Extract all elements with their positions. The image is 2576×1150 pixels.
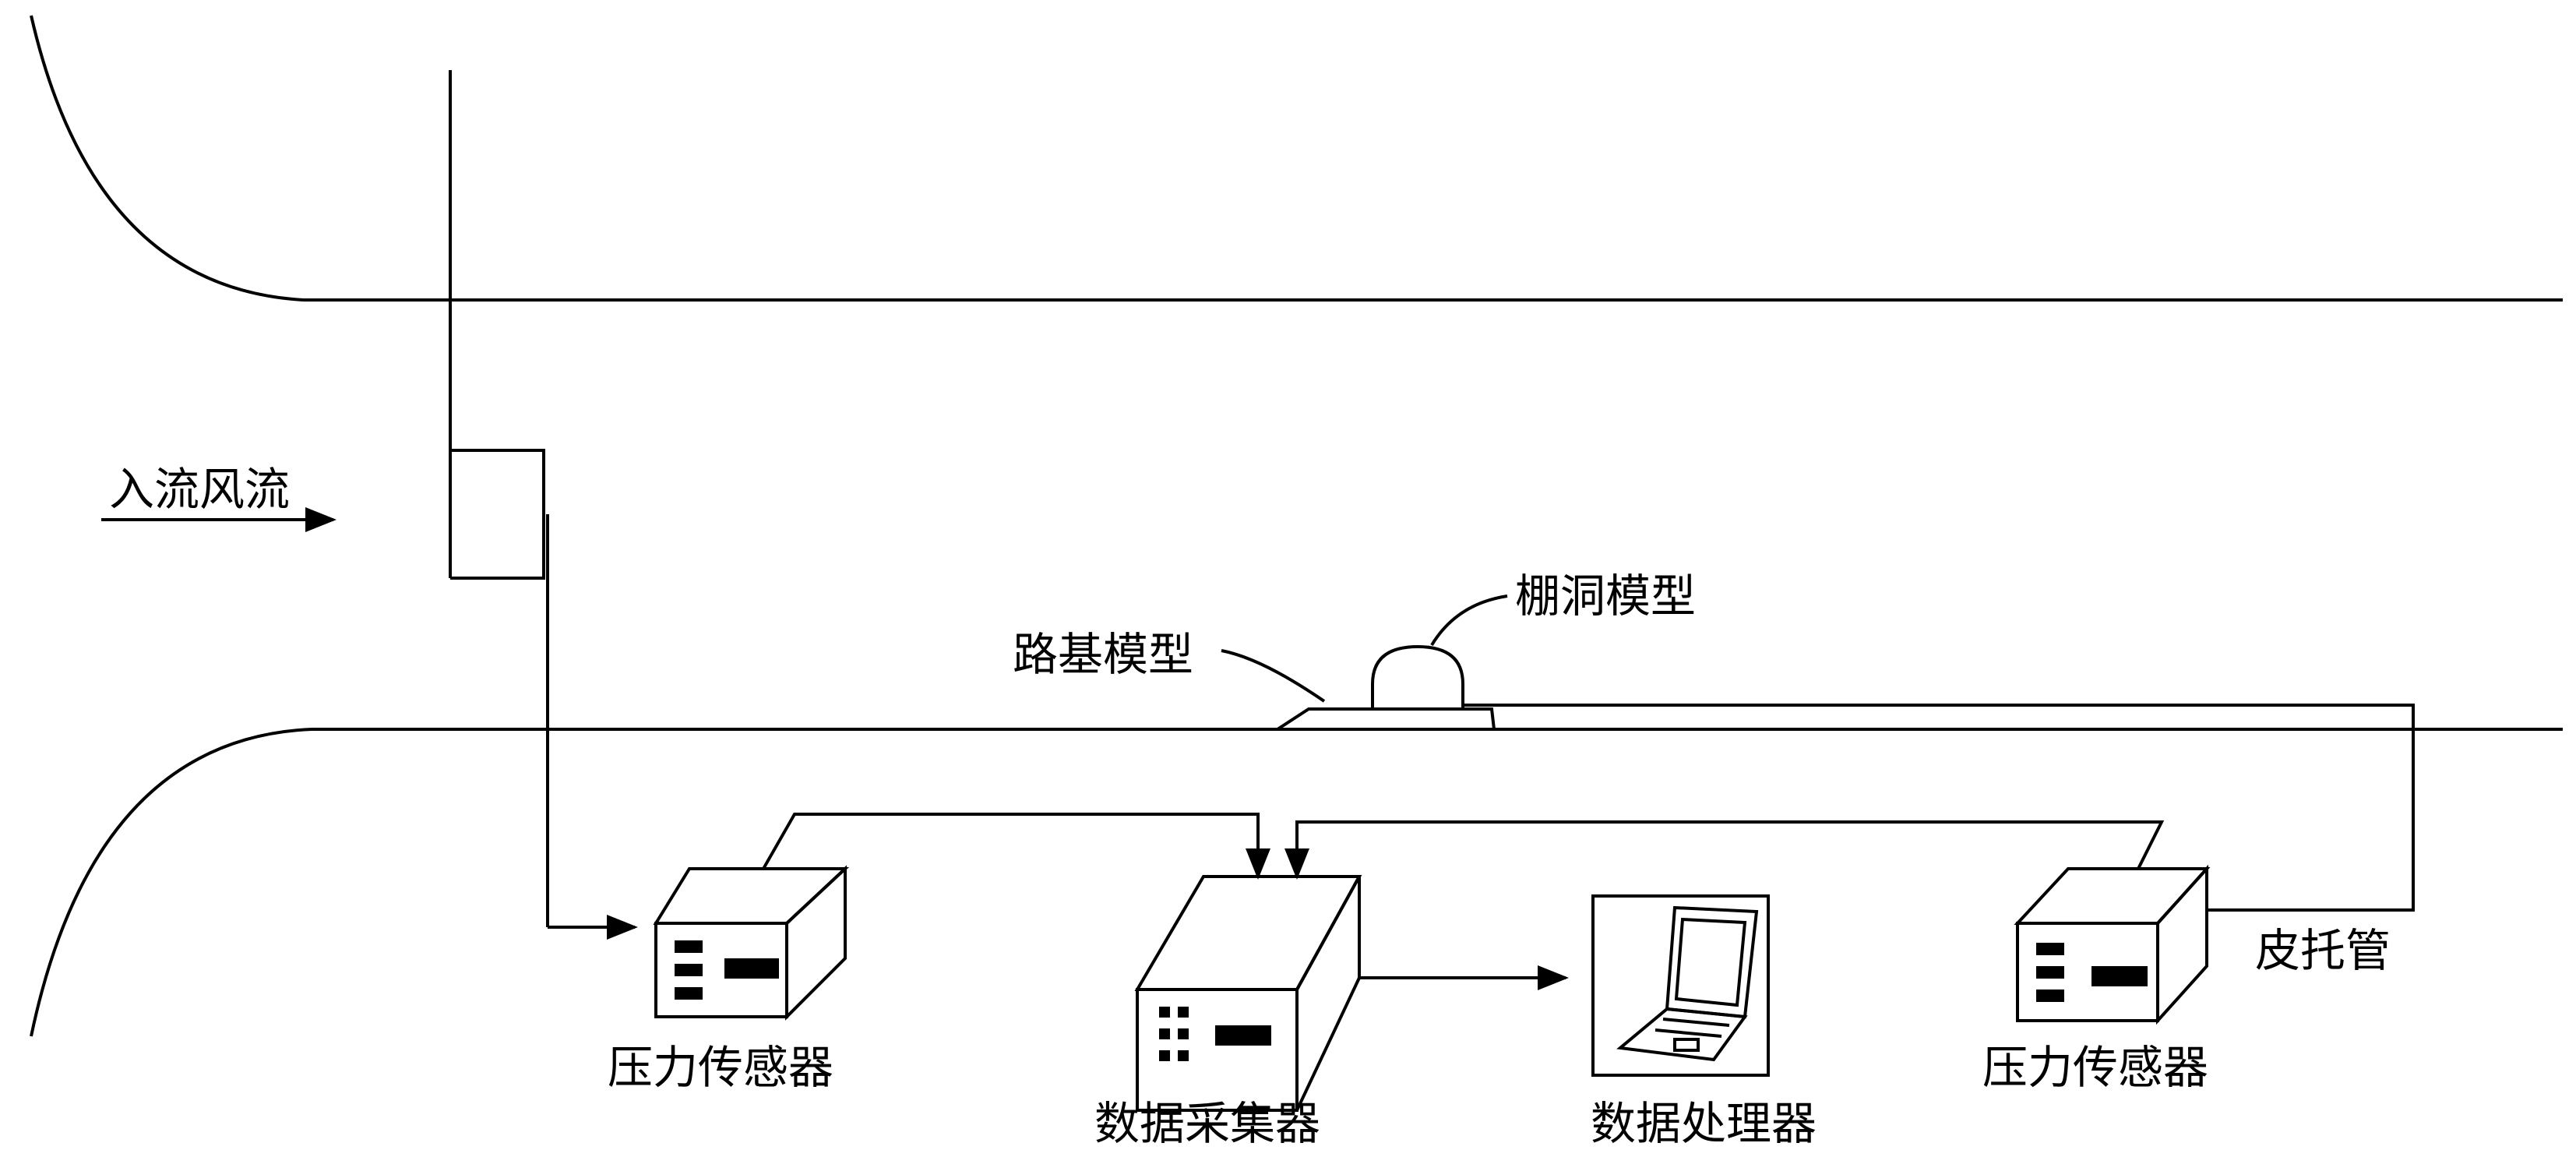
subgrade-model	[1272, 707, 1496, 731]
pressure-sensor-right-label: 压力传感器	[1982, 1041, 2208, 1094]
shed-tunnel-model	[1371, 644, 1464, 709]
tunnel-inlet-top-curve	[30, 15, 305, 302]
subgrade-label: 路基模型	[1013, 628, 1193, 681]
signal-lines	[762, 813, 2165, 990]
shed-tunnel-label: 棚洞模型	[1515, 570, 1696, 623]
upstream-probe	[449, 70, 638, 940]
data-collector-label: 数据采集器	[1094, 1097, 1320, 1150]
data-processor	[1591, 894, 1770, 1077]
shed-tunnel-leader	[1430, 594, 1508, 647]
inflow-label: 入流风流	[109, 463, 290, 516]
pressure-sensor-left-label: 压力传感器	[608, 1041, 833, 1094]
tunnel-inlet-bottom-curve	[30, 728, 312, 1037]
data-processor-label: 数据处理器	[1591, 1097, 1817, 1150]
pressure-sensor-left	[653, 865, 850, 1021]
tunnel-walls	[30, 15, 2563, 1037]
data-collector	[1134, 875, 1362, 1112]
pitot-tube-line	[1464, 704, 2415, 912]
pressure-sensor-right	[2014, 864, 2211, 1025]
pitot-tube-label: 皮托管	[2255, 924, 2391, 977]
subgrade-leader	[1221, 649, 1326, 703]
